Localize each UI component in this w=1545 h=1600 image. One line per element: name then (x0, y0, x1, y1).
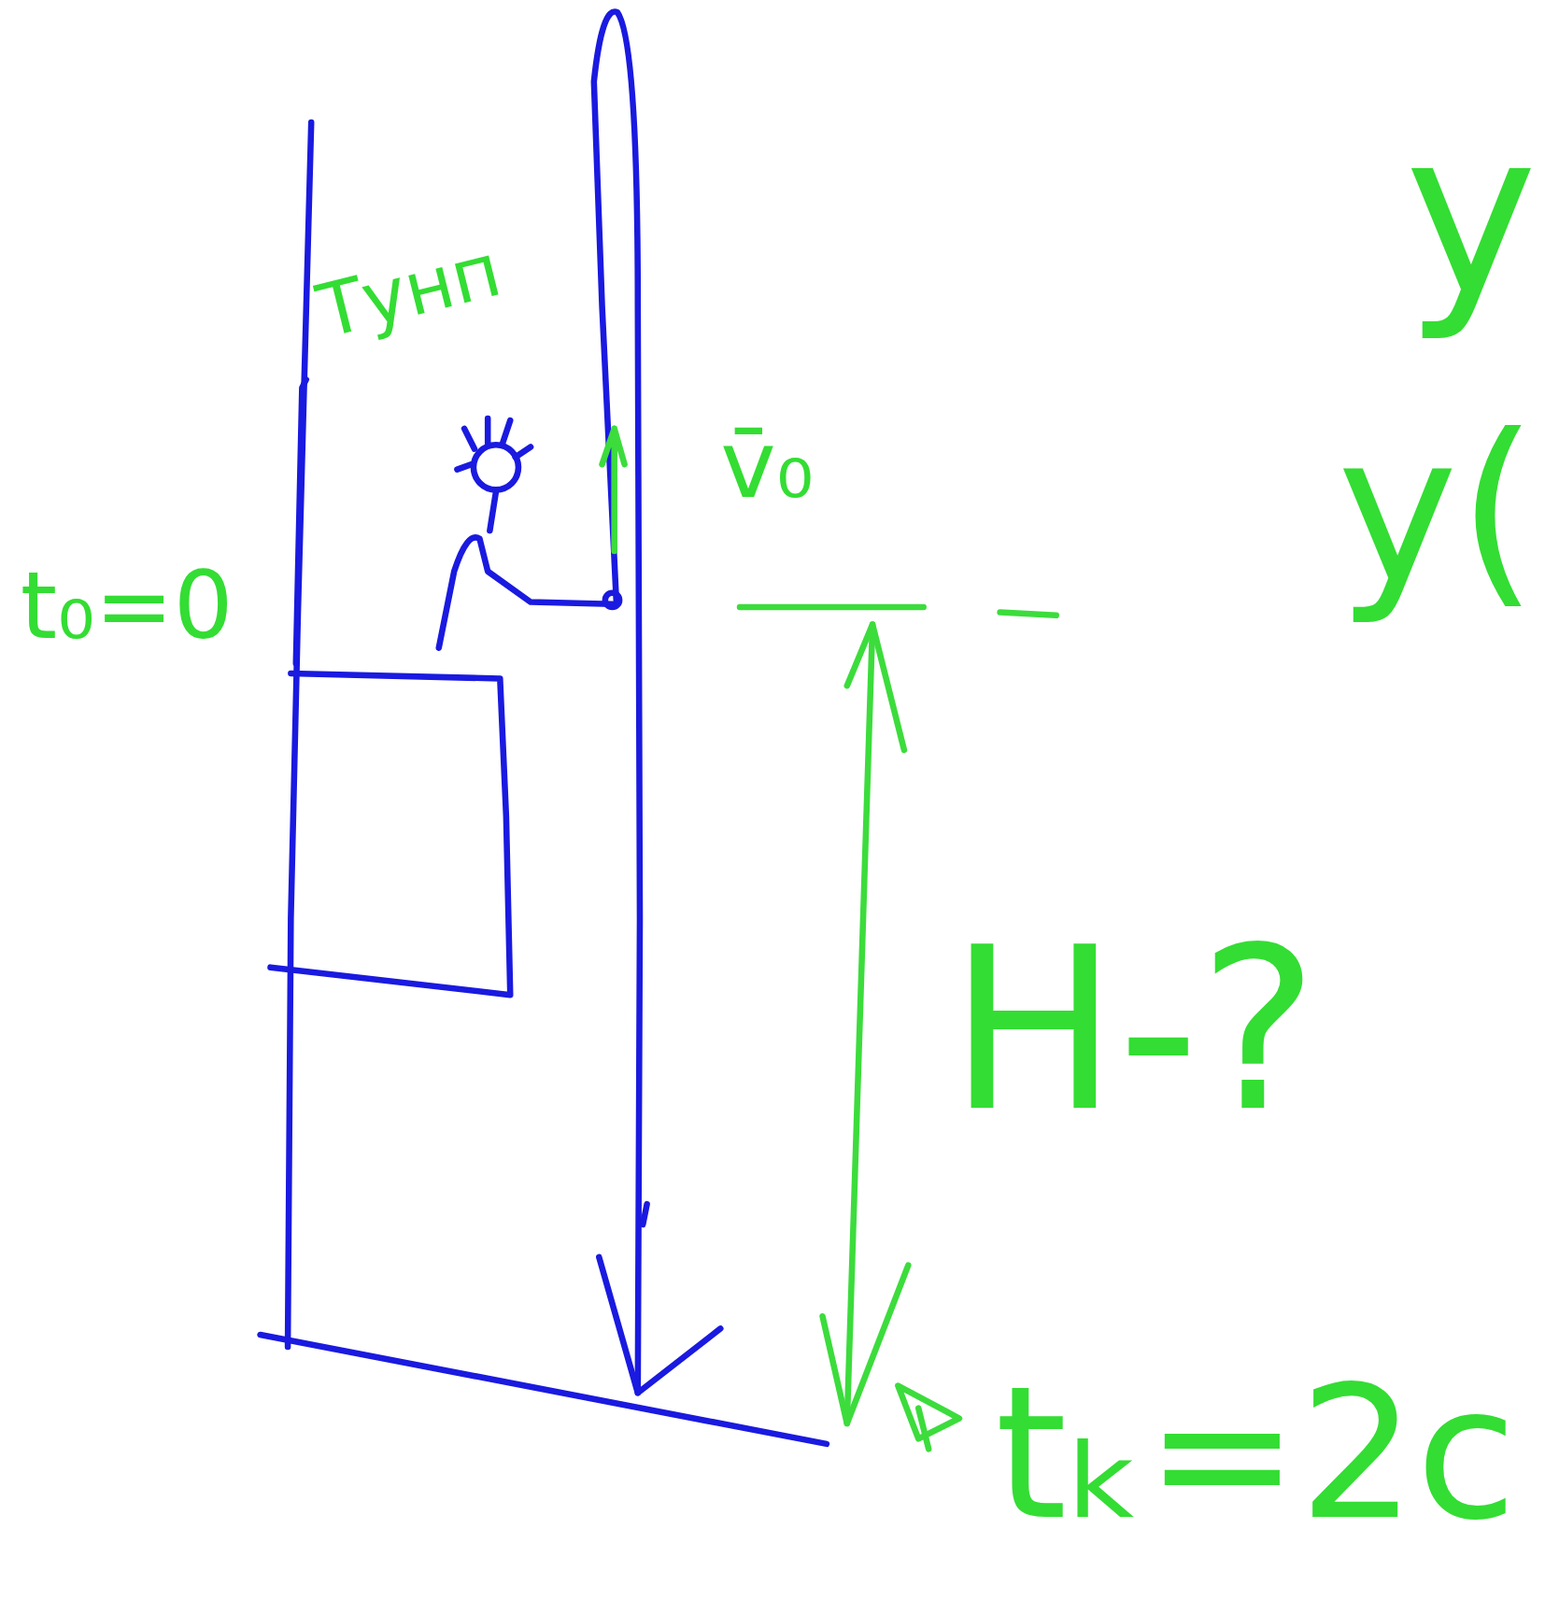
ground-line (260, 1334, 827, 1445)
time-label: tₖ=2c (994, 1361, 1517, 1546)
end-marker (897, 1386, 960, 1450)
height-dimension (847, 624, 873, 1424)
start-level-line (739, 607, 1057, 616)
height-label: H-? (949, 918, 1319, 1143)
place-label: Тунп (311, 233, 509, 350)
velocity-arrow (602, 428, 625, 552)
inner-wall (296, 379, 307, 664)
person-hair (456, 418, 531, 470)
trajectory-arrowhead (598, 1257, 721, 1393)
tick (642, 1204, 647, 1225)
balcony-floor (270, 673, 511, 995)
time-label: t₀=0 (20, 559, 234, 654)
coordinate-label: y (1404, 101, 1538, 327)
dimension-arrowhead-bottom (822, 1265, 909, 1424)
tower-wall (287, 122, 312, 1347)
person-body (439, 492, 613, 649)
ball (605, 593, 620, 608)
trajectory (594, 11, 640, 1393)
dimension-arrowhead-top (847, 624, 905, 751)
coordinate-label: y( (1336, 408, 1538, 613)
velocity-label: v̄₀ (720, 418, 814, 513)
person-head (473, 444, 519, 490)
